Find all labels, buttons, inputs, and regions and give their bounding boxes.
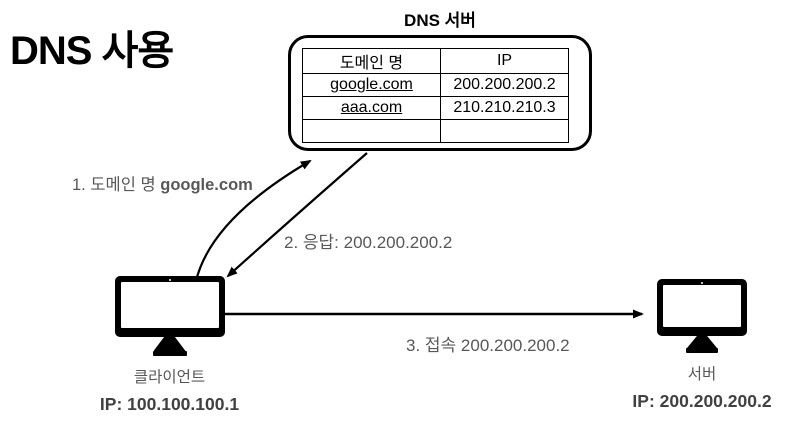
domain-cell: google.com bbox=[302, 73, 441, 97]
table-row: google.com 200.200.200.2 bbox=[302, 73, 569, 97]
camera-dot-icon bbox=[701, 281, 703, 284]
monitor-screen bbox=[120, 282, 219, 328]
ip-cell bbox=[440, 119, 569, 143]
step2-response-label: 2. 응답: 200.200.200.2 bbox=[284, 233, 453, 252]
dns-server-box: 도메인 명 IP google.com 200.200.200.2 aaa.co… bbox=[288, 35, 592, 151]
server-ip-label: IP: 200.200.200.2 bbox=[632, 391, 772, 411]
step1-domain: google.com bbox=[160, 176, 253, 194]
client-monitor-icon bbox=[114, 276, 225, 337]
server-host: 서버 IP: 200.200.200.2 bbox=[597, 279, 791, 412]
server-label: 서버 bbox=[687, 366, 717, 383]
step1-text: 1. 도메인 명 bbox=[72, 176, 161, 194]
column-header-ip: IP bbox=[440, 48, 569, 74]
client-host: 클라이언트 IP: 100.100.100.1 bbox=[62, 276, 277, 415]
monitor-stand bbox=[687, 336, 717, 348]
ip-cell: 200.200.200.2 bbox=[440, 73, 569, 97]
step3-connect-label: 3. 접속 200.200.200.2 bbox=[406, 336, 570, 355]
table-row bbox=[302, 119, 569, 143]
monitor-base bbox=[152, 351, 187, 356]
table-header-row: 도메인 명 IP bbox=[302, 48, 569, 74]
monitor-screen bbox=[663, 285, 741, 327]
camera-dot-icon bbox=[168, 278, 171, 281]
dns-records-table: 도메인 명 IP google.com 200.200.200.2 aaa.co… bbox=[302, 48, 569, 143]
step1-domain-request-label: 1. 도메인 명 google.com bbox=[72, 171, 253, 195]
column-header-domain: 도메인 명 bbox=[302, 48, 441, 74]
server-monitor-icon bbox=[657, 279, 747, 336]
domain-cell bbox=[302, 119, 441, 143]
monitor-base bbox=[686, 348, 718, 353]
monitor-stand bbox=[153, 337, 186, 351]
ip-cell: 210.210.210.3 bbox=[440, 96, 569, 120]
domain-cell: aaa.com bbox=[302, 96, 441, 120]
page-title: DNS 사용 bbox=[10, 29, 174, 73]
client-label: 클라이언트 bbox=[133, 369, 206, 386]
client-ip-label: IP: 100.100.100.1 bbox=[99, 394, 240, 414]
dns-server-caption: DNS 서버 bbox=[404, 11, 476, 30]
table-row: aaa.com 210.210.210.3 bbox=[302, 96, 569, 120]
